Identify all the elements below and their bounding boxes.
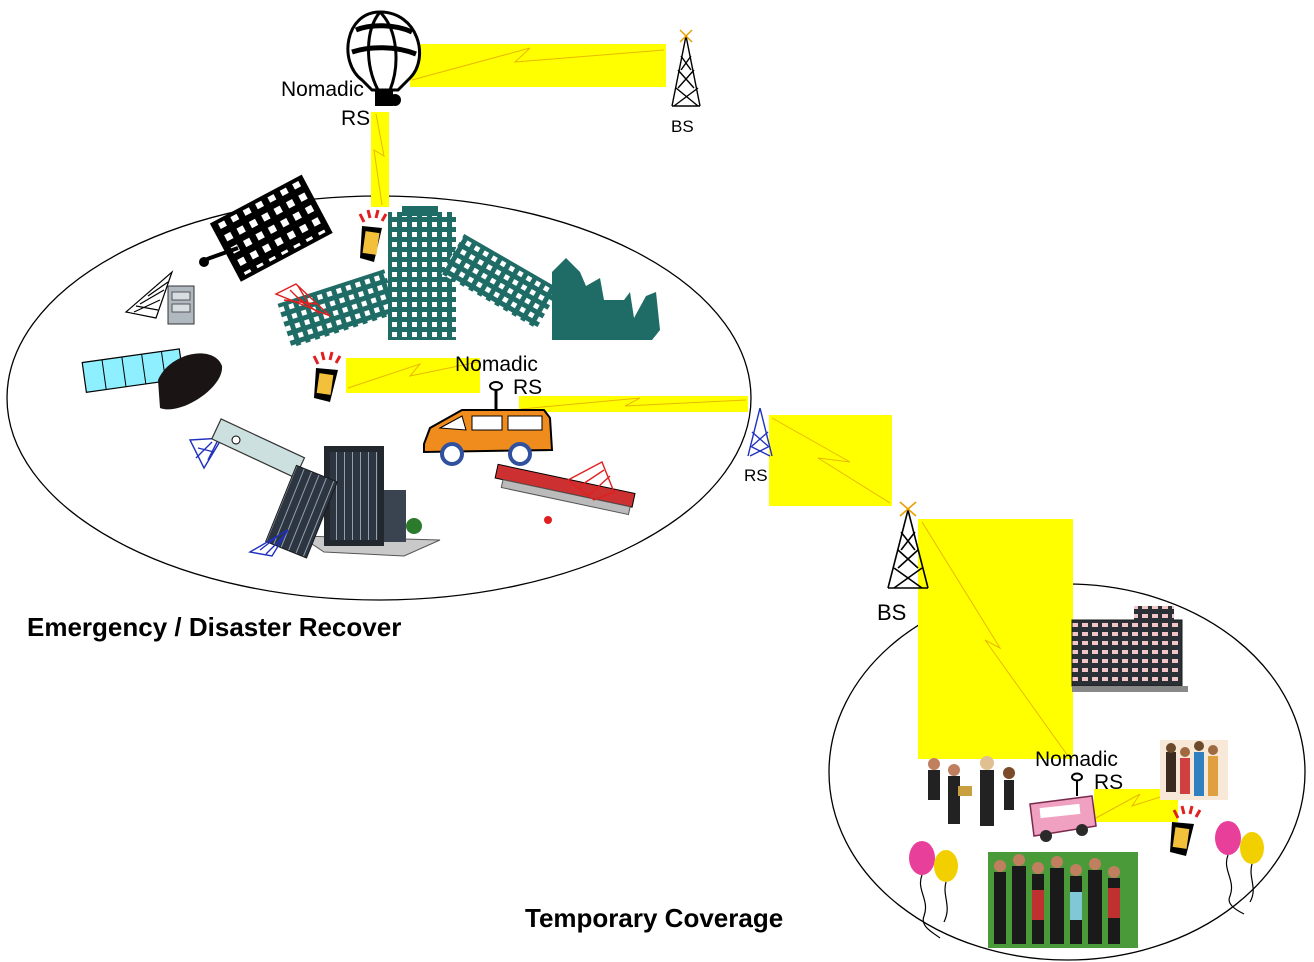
balloons-icon	[909, 841, 958, 939]
van-nomadic-label: Nomadic	[455, 353, 538, 376]
blue-tower-icon	[248, 529, 289, 557]
party-people-icon	[928, 756, 1015, 826]
balloon-rs-label: RS	[341, 107, 371, 130]
balloons-icon	[1215, 821, 1264, 915]
fallen-tower-icon	[124, 270, 174, 319]
collapsed-slab-icon	[211, 418, 306, 479]
red-tower-icon	[274, 283, 331, 317]
bs-mid-label: BS	[877, 600, 907, 625]
equipment-cabinet-icon	[167, 285, 195, 325]
damaged-building-icon	[199, 174, 333, 282]
cell-tower-icon	[671, 29, 701, 107]
van-rs-label: RS	[513, 376, 543, 399]
mobile-phone-icon	[358, 209, 388, 262]
wireless-link-phone-to-van	[346, 358, 480, 393]
bus-rs-label: RS	[1094, 771, 1124, 794]
relay-tower-icon	[747, 407, 773, 457]
hotel-icon	[1071, 606, 1188, 692]
balloon-nomadic-label: Nomadic	[281, 78, 364, 101]
bs-top-label: BS	[671, 117, 694, 136]
mobile-phone-icon	[1170, 805, 1202, 856]
wireless-link-van-to-rs	[519, 396, 748, 412]
temporary-caption: Temporary Coverage	[525, 903, 784, 933]
office-building-icon	[265, 446, 441, 559]
bus-icon	[1029, 772, 1097, 842]
rs-mid-label: RS	[744, 466, 768, 485]
wireless-link-bs-to-bus	[918, 519, 1073, 759]
emergency-caption: Emergency / Disaster Recover	[27, 612, 402, 642]
van-icon	[423, 381, 554, 466]
satellite-icon	[81, 348, 223, 410]
collapsed-tower-icon	[494, 461, 636, 524]
collapsed-buildings-icon	[277, 206, 660, 348]
wireless-link-balloon-to-phone	[371, 112, 389, 207]
wireless-link-balloon-to-bs	[410, 44, 666, 87]
hot-air-balloon-icon	[346, 10, 421, 106]
party-people-icon	[1160, 740, 1228, 800]
mobile-phone-icon	[312, 351, 342, 402]
party-people-icon	[988, 852, 1138, 948]
bus-nomadic-label: Nomadic	[1035, 748, 1118, 771]
wireless-link-rs-to-bs	[769, 415, 892, 506]
cell-tower-icon	[887, 501, 929, 589]
blue-tower-icon	[188, 437, 224, 470]
